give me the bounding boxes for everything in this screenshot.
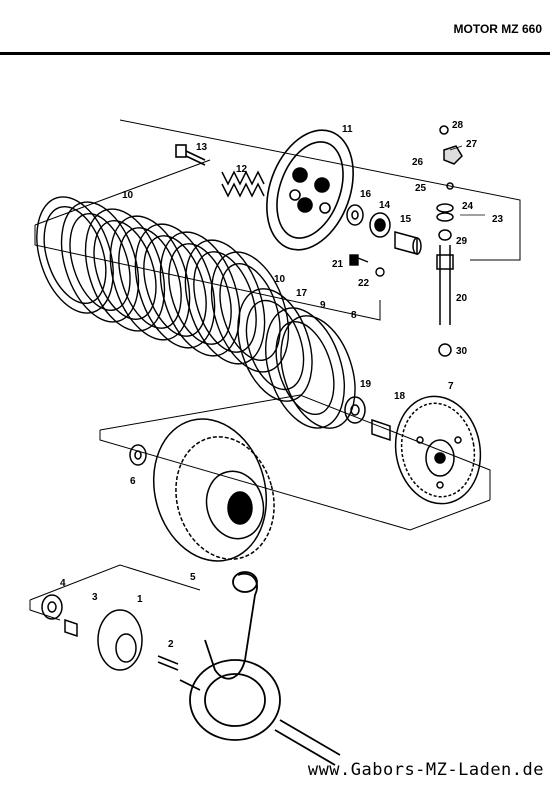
crankshaft [179,571,341,766]
part-label-18: 18 [394,391,406,402]
basket-washer [129,444,147,466]
part-label-3: 3 [92,592,98,603]
clutch-hub [394,395,482,505]
part-label-6: 6 [130,476,136,487]
part-label-7: 7 [448,381,454,392]
header-divider [0,52,550,55]
pressure-plate [266,129,354,251]
assembly-frame-upper [34,119,521,321]
part-label-12: 12 [236,164,248,175]
part-label-24: 24 [462,201,474,212]
part-label-5: 5 [190,572,196,583]
part-label-1: 1 [137,594,143,605]
part-label-22: 22 [358,278,370,289]
assembly-frame-middle [99,394,491,531]
part-label-15: 15 [400,214,412,225]
part-label-20: 20 [456,293,468,304]
crank-gear-and-nut [41,594,179,671]
part-labels: 1 2 3 4 5 6 7 8 9 10 10 11 12 13 14 15 1… [60,120,504,650]
watermark-url: www.Gabors-MZ-Laden.de [307,760,544,780]
part-label-28: 28 [452,120,464,131]
part-label-17: 17 [296,288,308,299]
clutch-spring [221,170,265,198]
part-label-11: 11 [342,124,353,135]
part-label-26: 26 [412,157,424,168]
clutch-plate-stack [36,196,356,429]
part-label-30: 30 [456,346,468,357]
part-label-10-b: 10 [274,274,286,285]
part-label-21: 21 [332,259,344,270]
part-label-10-a: 10 [122,190,134,201]
clutch-basket [152,418,275,562]
assembly-frame-lower [29,564,201,621]
leader-lines [449,145,485,216]
part-label-23: 23 [492,214,504,225]
bearing-and-washers [346,204,422,255]
clutch-bolt [175,144,206,166]
part-label-4: 4 [60,578,66,589]
part-label-19: 19 [360,379,372,390]
part-label-29: 29 [456,236,468,247]
thrust-washers [344,396,391,442]
small-hardware [349,254,385,277]
part-label-9: 9 [320,300,326,311]
part-label-14: 14 [379,200,391,211]
part-label-16: 16 [360,189,372,200]
part-label-8: 8 [351,310,357,321]
part-label-27: 27 [466,139,478,150]
part-label-2: 2 [168,639,174,650]
part-label-25: 25 [415,183,427,194]
release-shaft [436,125,463,357]
page-title: MOTOR MZ 660 [453,22,542,36]
part-label-13: 13 [196,142,208,153]
